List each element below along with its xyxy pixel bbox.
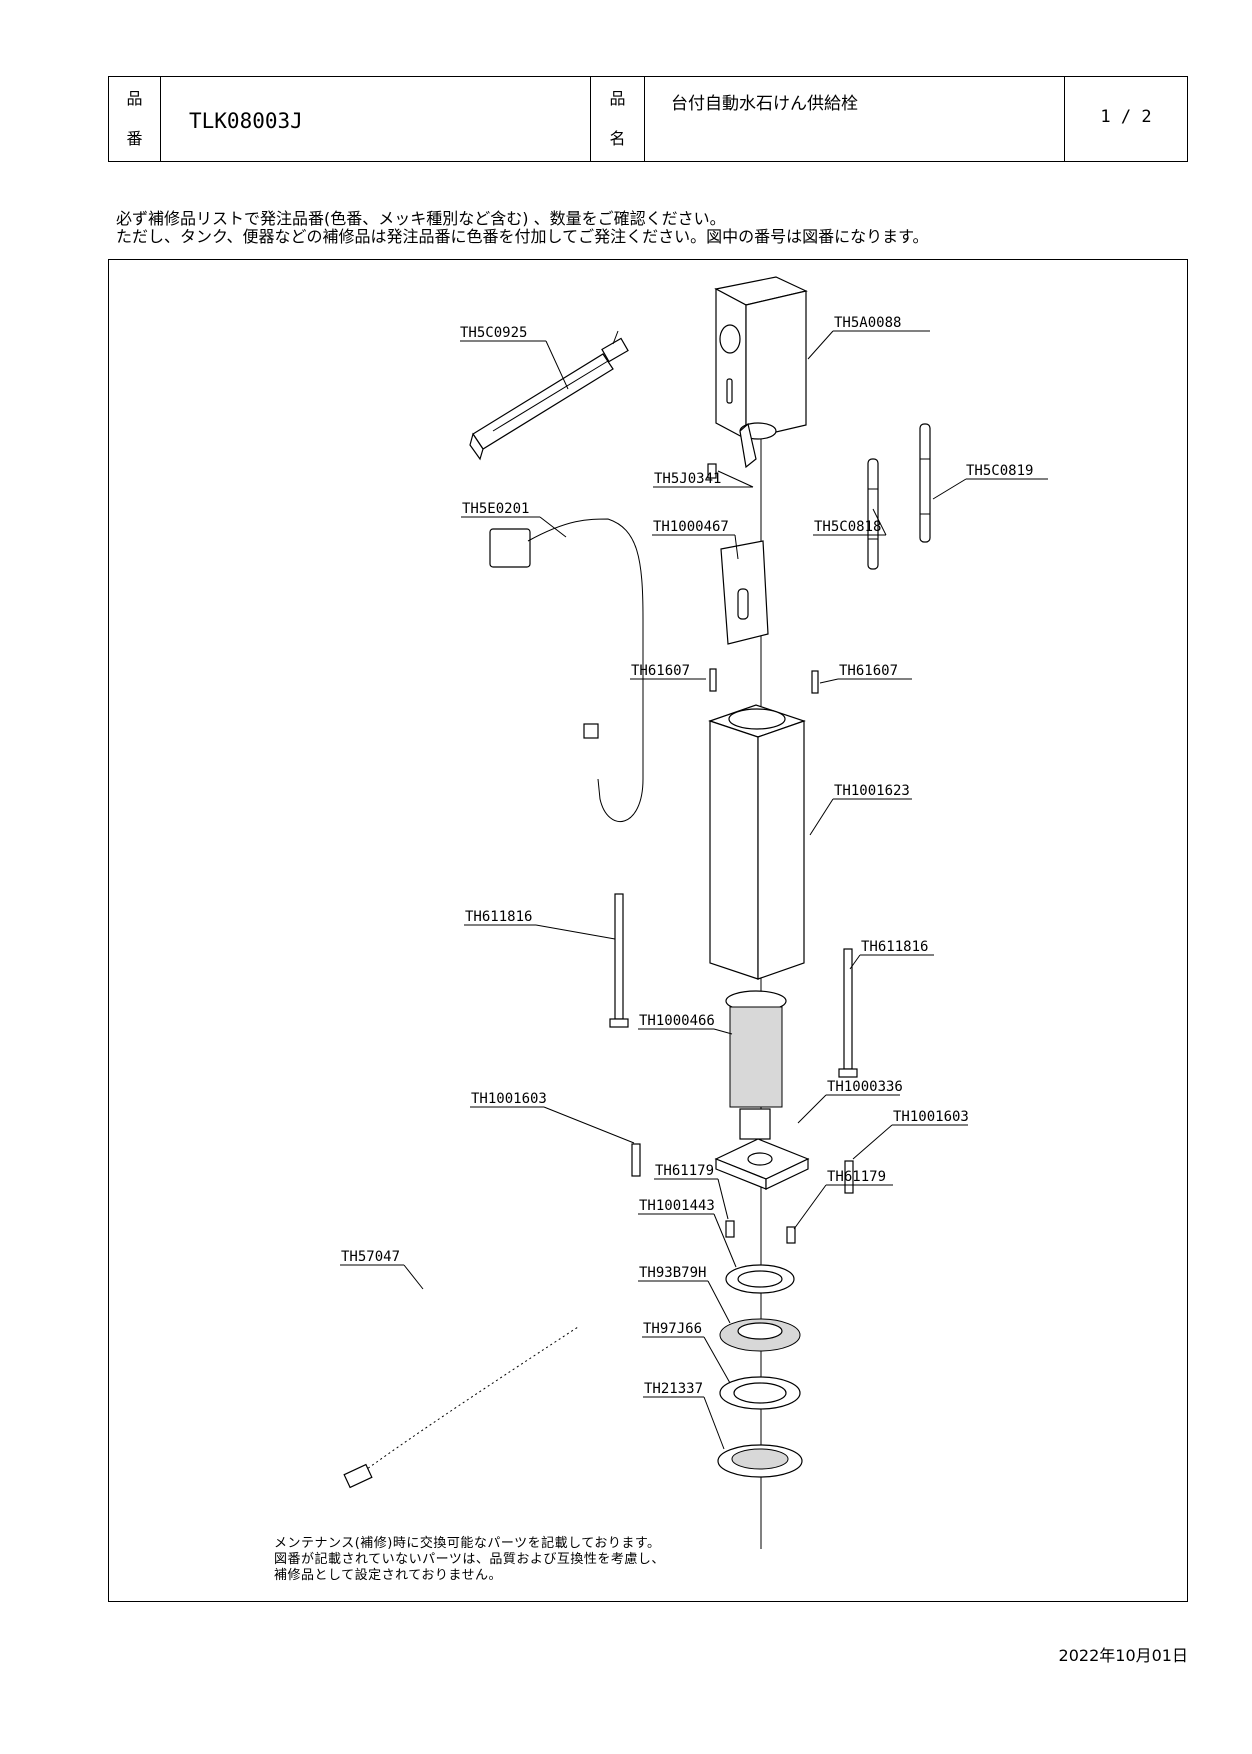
- cable-harness-part[interactable]: [489, 518, 644, 823]
- bracket-part[interactable]: [720, 540, 769, 645]
- title-block: 品 番 TLK08003J 品 名 台付自動水石けん供給栓 1 / 2: [108, 76, 1188, 162]
- label-chain: TH57047: [341, 1249, 400, 1265]
- sensor-head-part[interactable]: [714, 276, 808, 440]
- pin-part-short[interactable]: [867, 458, 879, 570]
- product-name: 台付自動水石けん供給栓: [671, 94, 858, 114]
- maintenance-note-line-1: メンテナンス(補修)時に交換可能なパーツを記載しております。: [274, 1536, 661, 1551]
- label-long-bolt-left: TH611816: [465, 909, 532, 925]
- part-number-label-bottom: 番: [126, 129, 143, 148]
- label-pin-long: TH5C0819: [966, 463, 1033, 479]
- long-bolt-part-left[interactable]: [609, 893, 629, 1028]
- label-cable-harness: TH5E0201: [462, 501, 529, 517]
- label-sensor-head: TH5A0088: [834, 315, 901, 331]
- product-name-label-bottom: 名: [609, 129, 626, 148]
- screw-part-left[interactable]: [709, 668, 717, 692]
- label-pin-short: TH5C0818: [814, 519, 881, 535]
- label-body-column: TH1001623: [834, 783, 910, 799]
- plate-screw-part-left[interactable]: [631, 1143, 641, 1177]
- chain-part[interactable]: [343, 1326, 579, 1489]
- label-washer-ring: TH1001443: [639, 1198, 715, 1214]
- product-name-label-cell: 品 名: [591, 77, 645, 161]
- clip-part[interactable]: [707, 422, 777, 479]
- product-name-label-top: 品: [609, 89, 626, 108]
- label-plate-screw-left: TH1001603: [471, 1091, 547, 1107]
- maintenance-note: メンテナンス(補修)時に交換可能なパーツを記載しております。 図番が記載されてい…: [274, 1536, 665, 1584]
- label-plate-screw-right: TH1001603: [893, 1109, 969, 1125]
- threaded-shank-part[interactable]: [725, 990, 787, 1140]
- exploded-parts-diagram: TH5C0925 TH5A0088 TH5J0341 TH5C0819 TH5E…: [340, 276, 1048, 1549]
- maintenance-note-line-2: 図番が記載されていないパーツは、品質および互換性を考慮し、: [274, 1552, 665, 1567]
- mounting-plate-part[interactable]: [714, 1138, 810, 1190]
- order-note-line-1: 必ず補修品リストで発注品番(色番、メッキ種別など含む) 、数量をご確認ください。: [116, 209, 726, 228]
- washer-ring-part[interactable]: [725, 1264, 795, 1294]
- screw-part-right[interactable]: [811, 670, 819, 694]
- label-screw-left: TH61607: [631, 663, 690, 679]
- label-mounting-plate: TH1000336: [827, 1079, 903, 1095]
- long-bolt-part-right[interactable]: [838, 948, 858, 1078]
- order-note-line-2: ただし、タンク、便器などの補修品は発注品番に色番を付加してご発注ください。図中の…: [116, 227, 929, 246]
- label-long-bolt-right: TH611816: [861, 939, 928, 955]
- part-number: TLK08003J: [189, 109, 303, 133]
- part-number-cell: TLK08003J: [161, 77, 591, 161]
- diagram-frame: [108, 259, 1188, 1602]
- body-column-part[interactable]: [708, 704, 806, 980]
- page-number: 1 / 2: [1100, 107, 1152, 127]
- lock-nut-part[interactable]: [717, 1444, 803, 1478]
- label-spout: TH5C0925: [460, 325, 527, 341]
- gasket-part[interactable]: [719, 1318, 801, 1352]
- spout-part[interactable]: [469, 330, 629, 461]
- label-clip: TH5J0341: [654, 471, 721, 487]
- page-cell: 1 / 2: [1065, 77, 1187, 161]
- leader-lines: [340, 330, 1048, 1450]
- packing-ring-part[interactable]: [719, 1376, 801, 1410]
- label-screw-right: TH61607: [839, 663, 898, 679]
- label-bracket: TH1000467: [653, 519, 729, 535]
- label-lock-nut: TH21337: [644, 1381, 703, 1397]
- part-number-label-cell: 品 番: [109, 77, 161, 161]
- maintenance-note-line-3: 補修品として設定されておりません。: [274, 1568, 502, 1583]
- label-gasket: TH93B79H: [639, 1265, 706, 1281]
- label-threaded-shank: TH1000466: [639, 1013, 715, 1029]
- part-number-label-top: 品: [126, 89, 143, 108]
- issue-date: 2022年10月01日: [1058, 1646, 1188, 1665]
- small-screw-part-right[interactable]: [786, 1226, 796, 1244]
- label-small-screw-right: TH61179: [827, 1169, 886, 1185]
- plate-screw-part-right[interactable]: [844, 1160, 854, 1194]
- label-packing-ring: TH97J66: [643, 1321, 702, 1337]
- label-small-screw-left: TH61179: [655, 1163, 714, 1179]
- product-name-cell: 台付自動水石けん供給栓: [645, 77, 1065, 161]
- pin-part-long[interactable]: [919, 423, 931, 543]
- small-screw-part-left[interactable]: [725, 1220, 735, 1238]
